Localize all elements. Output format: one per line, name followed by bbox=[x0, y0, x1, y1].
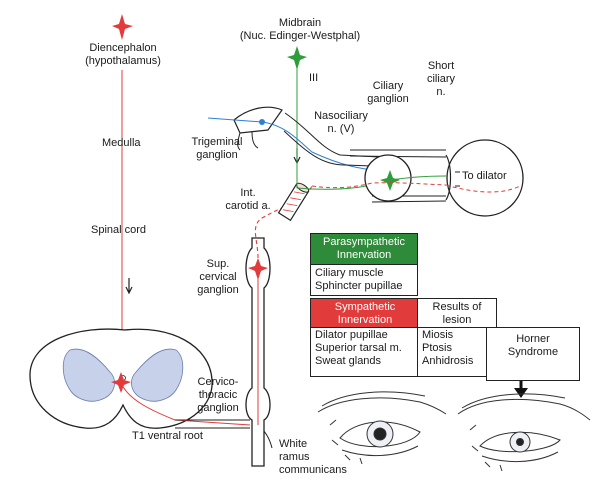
preganglionic-neuron bbox=[111, 372, 131, 393]
sympathetic-header: Sympathetic Innervation bbox=[310, 298, 420, 332]
sphincter-pupillae-item: Sphincter pupillae bbox=[315, 280, 403, 292]
superior-cervical-neuron bbox=[248, 258, 268, 280]
horner-eye-drawing bbox=[457, 393, 591, 472]
horner-syndrome-cell: Horner Syndrome bbox=[486, 327, 580, 381]
trigeminal-ganglion-text: ganglion bbox=[196, 149, 238, 161]
preganglionic-fiber bbox=[121, 384, 251, 426]
sympathetic-subtitle: Innervation bbox=[337, 314, 393, 326]
sup-ganglion-text: ganglion bbox=[197, 284, 239, 296]
nasociliary-label: Nasociliary n. (V) bbox=[306, 110, 376, 136]
t1-ventral-root bbox=[175, 419, 250, 429]
white-text: White bbox=[279, 438, 308, 450]
edinger-westphal-neuron bbox=[287, 46, 307, 70]
postganglionic-sympathetic bbox=[254, 185, 313, 259]
superior-tarsal-item: Superior tarsal m. bbox=[315, 342, 402, 354]
cn3-label: III bbox=[309, 72, 319, 84]
results-of-text: Results of bbox=[432, 301, 482, 313]
eyeball bbox=[445, 139, 524, 217]
anhidrosis-item: Anhidrosis bbox=[422, 355, 474, 367]
cervico-text: Cervico- bbox=[197, 376, 239, 388]
midbrain-text: Midbrain bbox=[278, 17, 322, 29]
sup-cervical-label: Sup. cervical ganglion bbox=[192, 258, 244, 297]
spinal-cord-label: Spinal cord bbox=[91, 224, 147, 236]
short-text: Short bbox=[427, 60, 455, 72]
normal-eye-drawing bbox=[317, 391, 447, 465]
oculomotor-fiber bbox=[296, 68, 371, 190]
cervicothoracic-ganglion-text: ganglion bbox=[197, 402, 239, 414]
internal-carotid-artery bbox=[277, 182, 310, 222]
miosis-item: Miosis bbox=[422, 329, 454, 341]
short-ciliary-nerves bbox=[349, 149, 447, 203]
horner-text: Horner bbox=[516, 333, 550, 345]
sympathetic-box: Sympathetic Innervation Results of lesio… bbox=[310, 298, 580, 381]
diencephalon-label: Diencephalon (hypothalamus) bbox=[82, 42, 164, 68]
sweat-glands-item: Sweat glands bbox=[315, 355, 382, 367]
ciliary-muscle-item: Ciliary muscle bbox=[315, 267, 384, 279]
trigeminal-text: Trigeminal bbox=[191, 136, 243, 148]
sympathetic-to-eye bbox=[311, 182, 447, 189]
ramus-text: ramus bbox=[279, 451, 310, 463]
sympathetic-title: Sympathetic bbox=[334, 301, 396, 313]
hypothalamus-text: (hypothalamus) bbox=[85, 55, 161, 67]
white-ramus-label: White ramus communicans bbox=[279, 438, 347, 477]
cervicothoracic-label: Cervico- thoracic ganglion bbox=[190, 376, 246, 415]
parasympathetic-subtitle: Innervation bbox=[336, 249, 392, 261]
sympathetic-targets: Dilator pupillae Superior tarsal m. Swea… bbox=[310, 327, 428, 377]
thoracic-text: thoracic bbox=[198, 389, 238, 401]
syndrome-text: Syndrome bbox=[507, 346, 559, 358]
int-carotid-label: Int. carotid a. bbox=[220, 187, 276, 213]
nasociliary-text: Nasociliary bbox=[314, 110, 368, 122]
lesion-results: Miosis Ptosis Anhidrosis bbox=[417, 327, 497, 377]
ciliary-ganglion-label: Ciliary ganglion bbox=[362, 80, 414, 106]
hypothalamus-neuron bbox=[112, 14, 133, 40]
diencephalon-text: Diencephalon bbox=[89, 42, 157, 54]
parasympathetic-targets: Ciliary muscle Sphincter pupillae bbox=[310, 265, 418, 296]
parasympathetic-box: Parasympathetic Innervation Ciliary musc… bbox=[310, 233, 418, 296]
trigeminal-ganglion bbox=[233, 106, 283, 134]
t1-root-label: T1 ventral root bbox=[132, 430, 203, 442]
int-text: Int. bbox=[240, 187, 256, 199]
edinger-westphal-text: (Nuc. Edinger-Westphal) bbox=[239, 30, 361, 42]
to-dilator-label: To dilator bbox=[462, 170, 507, 182]
ciliary-ganglion-neuron bbox=[380, 170, 400, 191]
medulla-label: Medulla bbox=[102, 137, 141, 149]
nasociliary-nerve bbox=[283, 112, 401, 168]
short-ciliary-label: Short ciliary n. bbox=[418, 60, 464, 99]
ciliary-text: Ciliary bbox=[372, 80, 404, 92]
descending-arrow bbox=[125, 278, 133, 295]
carotid-text: carotid a. bbox=[225, 200, 271, 212]
nasociliary-sub-text: n. (V) bbox=[327, 123, 355, 135]
lesion-text: lesion bbox=[442, 314, 472, 326]
dilator-pupillae-item: Dilator pupillae bbox=[315, 329, 388, 341]
midbrain-label: Midbrain (Nuc. Edinger-Westphal) bbox=[225, 17, 375, 43]
parasympathetic-header: Parasympathetic Innervation bbox=[310, 233, 418, 265]
trigeminal-label: Trigeminal ganglion bbox=[182, 136, 252, 162]
ptosis-item: Ptosis bbox=[422, 342, 452, 354]
parasympathetic-postganglionic bbox=[389, 175, 447, 181]
cervical-text: cervical bbox=[199, 271, 237, 283]
ganglion-text: ganglion bbox=[367, 93, 409, 105]
communicans-text: communicans bbox=[279, 464, 347, 476]
sup-text: Sup. bbox=[206, 258, 230, 270]
ciliary-n-text: ciliary bbox=[426, 73, 456, 85]
parasympathetic-title: Parasympathetic bbox=[323, 236, 405, 248]
n-text: n. bbox=[436, 86, 446, 98]
